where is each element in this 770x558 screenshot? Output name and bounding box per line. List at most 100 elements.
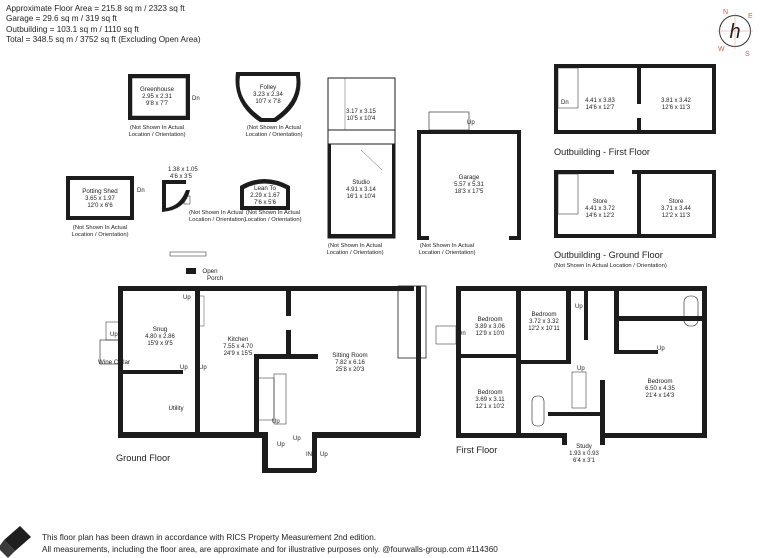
note-line2-label: Location / Orientation) xyxy=(128,132,185,138)
potting-shed: Potting Shed 3.65 x 1.97 12'0 x 6'6 Dn (… xyxy=(66,176,145,238)
rooms-bed3-m-label: 3.69 x 3.11 xyxy=(475,397,505,403)
rooms-store-right-ft-label: 12'2 x 11'3 xyxy=(662,213,691,219)
rooms-potting-shed-ft-label: 12'0 x 6'6 xyxy=(87,203,113,209)
folley: Folley 3.23 x 2.34 10'7 x 7'8 (Not Shown… xyxy=(235,72,303,138)
labels-dn-label: Dn xyxy=(192,96,200,102)
rooms-store-left-ft-label: 14'6 x 12'2 xyxy=(586,213,615,219)
compass-w: W xyxy=(718,46,725,53)
rooms-kitchen-name-label: Kitchen xyxy=(228,336,249,343)
labels-dn-label: Dn xyxy=(137,188,145,194)
ground-floor-plan: Open Porch Up Snug 4.80 x 2.86 15'9 x 9'… xyxy=(98,251,427,473)
total-area: Total = 348.5 sq m / 3752 sq ft (Excludi… xyxy=(6,34,201,44)
outbuilding-first-floor: Dn 4.41 x 3.83 14'6 x 12'7 3.81 x 3.42 1… xyxy=(554,64,716,157)
rooms-bed2-ft-label: 12'2 x 10'11 xyxy=(528,326,560,332)
rooms-kitchen-ft-label: 24'9 x 15'5 xyxy=(224,351,253,357)
rooms-out-first-left-m-label: 4.41 x 3.83 xyxy=(585,98,615,104)
rooms-small-store-m-label: 1.38 x 1.05 xyxy=(168,167,198,173)
rooms-snug-m-label: 4.80 x 2.86 xyxy=(145,334,175,340)
labels-up-label: Up xyxy=(110,332,118,338)
labels-up-label: Up xyxy=(577,366,585,372)
first-floor-plan: Dn Up Up Up Bedroom 3.89 x 3.06 12'9 x 1… xyxy=(435,286,707,464)
lean-to: Lean To 2.29 x 1.67 7'6 x 5'6 (Not Shown… xyxy=(240,179,302,223)
compass-e: E xyxy=(748,13,753,20)
disclaimer-line-2: All measurements, including the floor ar… xyxy=(42,544,498,554)
rooms-bed3-name-label: Bedroom xyxy=(477,389,502,396)
rooms-garage-name-label: Garage xyxy=(459,174,480,181)
approx-floor-area: Approximate Floor Area = 215.8 sq m / 23… xyxy=(6,4,185,13)
rooms-greenhouse-m-label: 2.95 x 2.31 xyxy=(142,94,172,100)
labels-up-label: Up xyxy=(199,365,207,371)
compass-s: S xyxy=(745,51,750,58)
compass-n: N xyxy=(723,9,728,16)
labels-up-label: Up xyxy=(277,442,285,448)
rooms-store-left-m-label: 4.41 x 3.72 xyxy=(585,206,615,212)
rooms-folley-name-label: Folley xyxy=(260,84,277,91)
rooms-porch-l2-label: Porch xyxy=(207,275,224,282)
ground-floor-title: Ground Floor xyxy=(116,453,170,463)
rooms-snug-ft-label: 15'9 x 9'5 xyxy=(147,341,173,347)
outbuilding-first-floor-title: Outbuilding - First Floor xyxy=(554,147,650,157)
rooms-wine-name-label: Wine Cellar xyxy=(98,359,130,366)
rooms-out-first-left-ft-label: 14'6 x 12'7 xyxy=(586,105,615,111)
note-ground-label: (Not Shown In Actual Location / Orientat… xyxy=(554,263,667,269)
greenhouse: Greenhouse 2.95 x 2.31 9'8 x 7'7 Dn (Not… xyxy=(128,74,200,138)
labels-up-label: Up xyxy=(293,436,301,442)
rooms-greenhouse-name-label: Greenhouse xyxy=(140,86,175,93)
rooms-small-store-ft-label: 4'6 x 3'5 xyxy=(170,174,193,180)
rooms-store-right-m-label: 3.71 x 3.44 xyxy=(661,206,691,212)
rooms-lean-to-ft-label: 7'6 x 5'6 xyxy=(254,200,277,206)
note-line1-label: (Not Shown In Actual xyxy=(73,225,127,231)
labels-up-label: Up xyxy=(575,304,583,310)
rooms-greenhouse-ft-label: 9'8 x 7'7 xyxy=(146,101,169,107)
studio: 3.17 x 3.15 10'5 x 10'4 Studio 4.91 x 3.… xyxy=(326,77,396,256)
garage-area: Garage = 29.6 sq m / 319 sq ft xyxy=(6,14,117,24)
rics-logo-icon xyxy=(0,526,31,558)
labels-dn-label: Dn xyxy=(458,331,466,337)
note-line1-label: (Not Shown In Actual xyxy=(247,125,301,131)
rooms-folley-m-label: 3.23 x 2.34 xyxy=(253,92,283,98)
rooms-studio-name-label: Studio xyxy=(352,179,370,186)
rooms-bed3-ft-label: 12'1 x 10'2 xyxy=(476,404,505,410)
area-summary: Approximate Floor Area = 215.8 sq m / 23… xyxy=(6,4,201,45)
rooms-sitting-ft-label: 25'8 x 20'3 xyxy=(336,367,365,373)
rooms-studio-upper-m-label: 3.17 x 3.15 xyxy=(346,109,376,115)
disclaimer: This floor plan has been drawn in accord… xyxy=(42,532,498,555)
note-line1-label: (Not Shown In Actual xyxy=(189,210,243,216)
labels-up-label: Up xyxy=(183,295,191,301)
rooms-bed4-m-label: 6.50 x 4.35 xyxy=(645,386,675,392)
labels-up-label: Up xyxy=(180,365,188,371)
rooms-bed1-ft-label: 12'9 x 10'0 xyxy=(476,331,505,337)
rooms-garage-ft-label: 18'3 x 17'5 xyxy=(455,189,484,195)
compass-rose: h N E W S xyxy=(717,9,753,58)
note-line1-label: (Not Shown In Actual xyxy=(246,210,300,216)
rooms-bed2-m-label: 3.72 x 3.32 xyxy=(529,319,559,325)
small-store: 1.38 x 1.05 4'6 x 3'5 (Not Shown In Actu… xyxy=(162,167,246,223)
rooms-kitchen-m-label: 7.55 x 4.70 xyxy=(223,344,253,350)
labels-up-label: Up xyxy=(272,419,280,425)
first-floor-title: First Floor xyxy=(456,445,497,455)
rooms-studio-m-label: 4.91 x 3.14 xyxy=(346,187,376,193)
note-line2-label: Location / Orientation) xyxy=(71,232,128,238)
rooms-bed1-name-label: Bedroom xyxy=(477,316,502,323)
disclaimer-line-1: This floor plan has been drawn in accord… xyxy=(42,533,377,542)
rooms-snug-name-label: Snug xyxy=(153,326,168,333)
rooms-study-ft-label: 6'4 x 3'1 xyxy=(573,458,596,464)
rooms-sitting-m-label: 7.82 x 6.16 xyxy=(335,360,365,366)
compass-logo-letter: h xyxy=(729,21,740,43)
note-line2-label: Location / Orientation) xyxy=(418,250,475,256)
labels-dn-label: Dn xyxy=(561,100,569,106)
rooms-out-first-right-m-label: 3.81 x 3.42 xyxy=(661,98,691,104)
rooms-potting-shed-name-label: Potting Shed xyxy=(82,188,118,195)
rooms-out-first-right-ft-label: 12'6 x 11'3 xyxy=(662,105,691,111)
outbuilding-ground-floor-title: Outbuilding - Ground Floor xyxy=(554,250,663,260)
rooms-lean-to-name-label: Lean To xyxy=(254,185,276,192)
note-line2-label: Location / Orientation) xyxy=(326,250,383,256)
rooms-lean-to-m-label: 2.29 x 1.67 xyxy=(250,193,280,199)
rooms-folley-ft-label: 10'7 x 7'8 xyxy=(255,99,281,105)
note-line2-label: Location / Orientation) xyxy=(244,217,301,223)
rooms-studio-upper-ft-label: 10'5 x 10'4 xyxy=(347,116,376,122)
labels-up-label: Up xyxy=(467,120,475,126)
rooms-sitting-name-label: Sitting Room xyxy=(332,352,367,359)
note-line2-label: Location / Orientation) xyxy=(189,217,246,223)
